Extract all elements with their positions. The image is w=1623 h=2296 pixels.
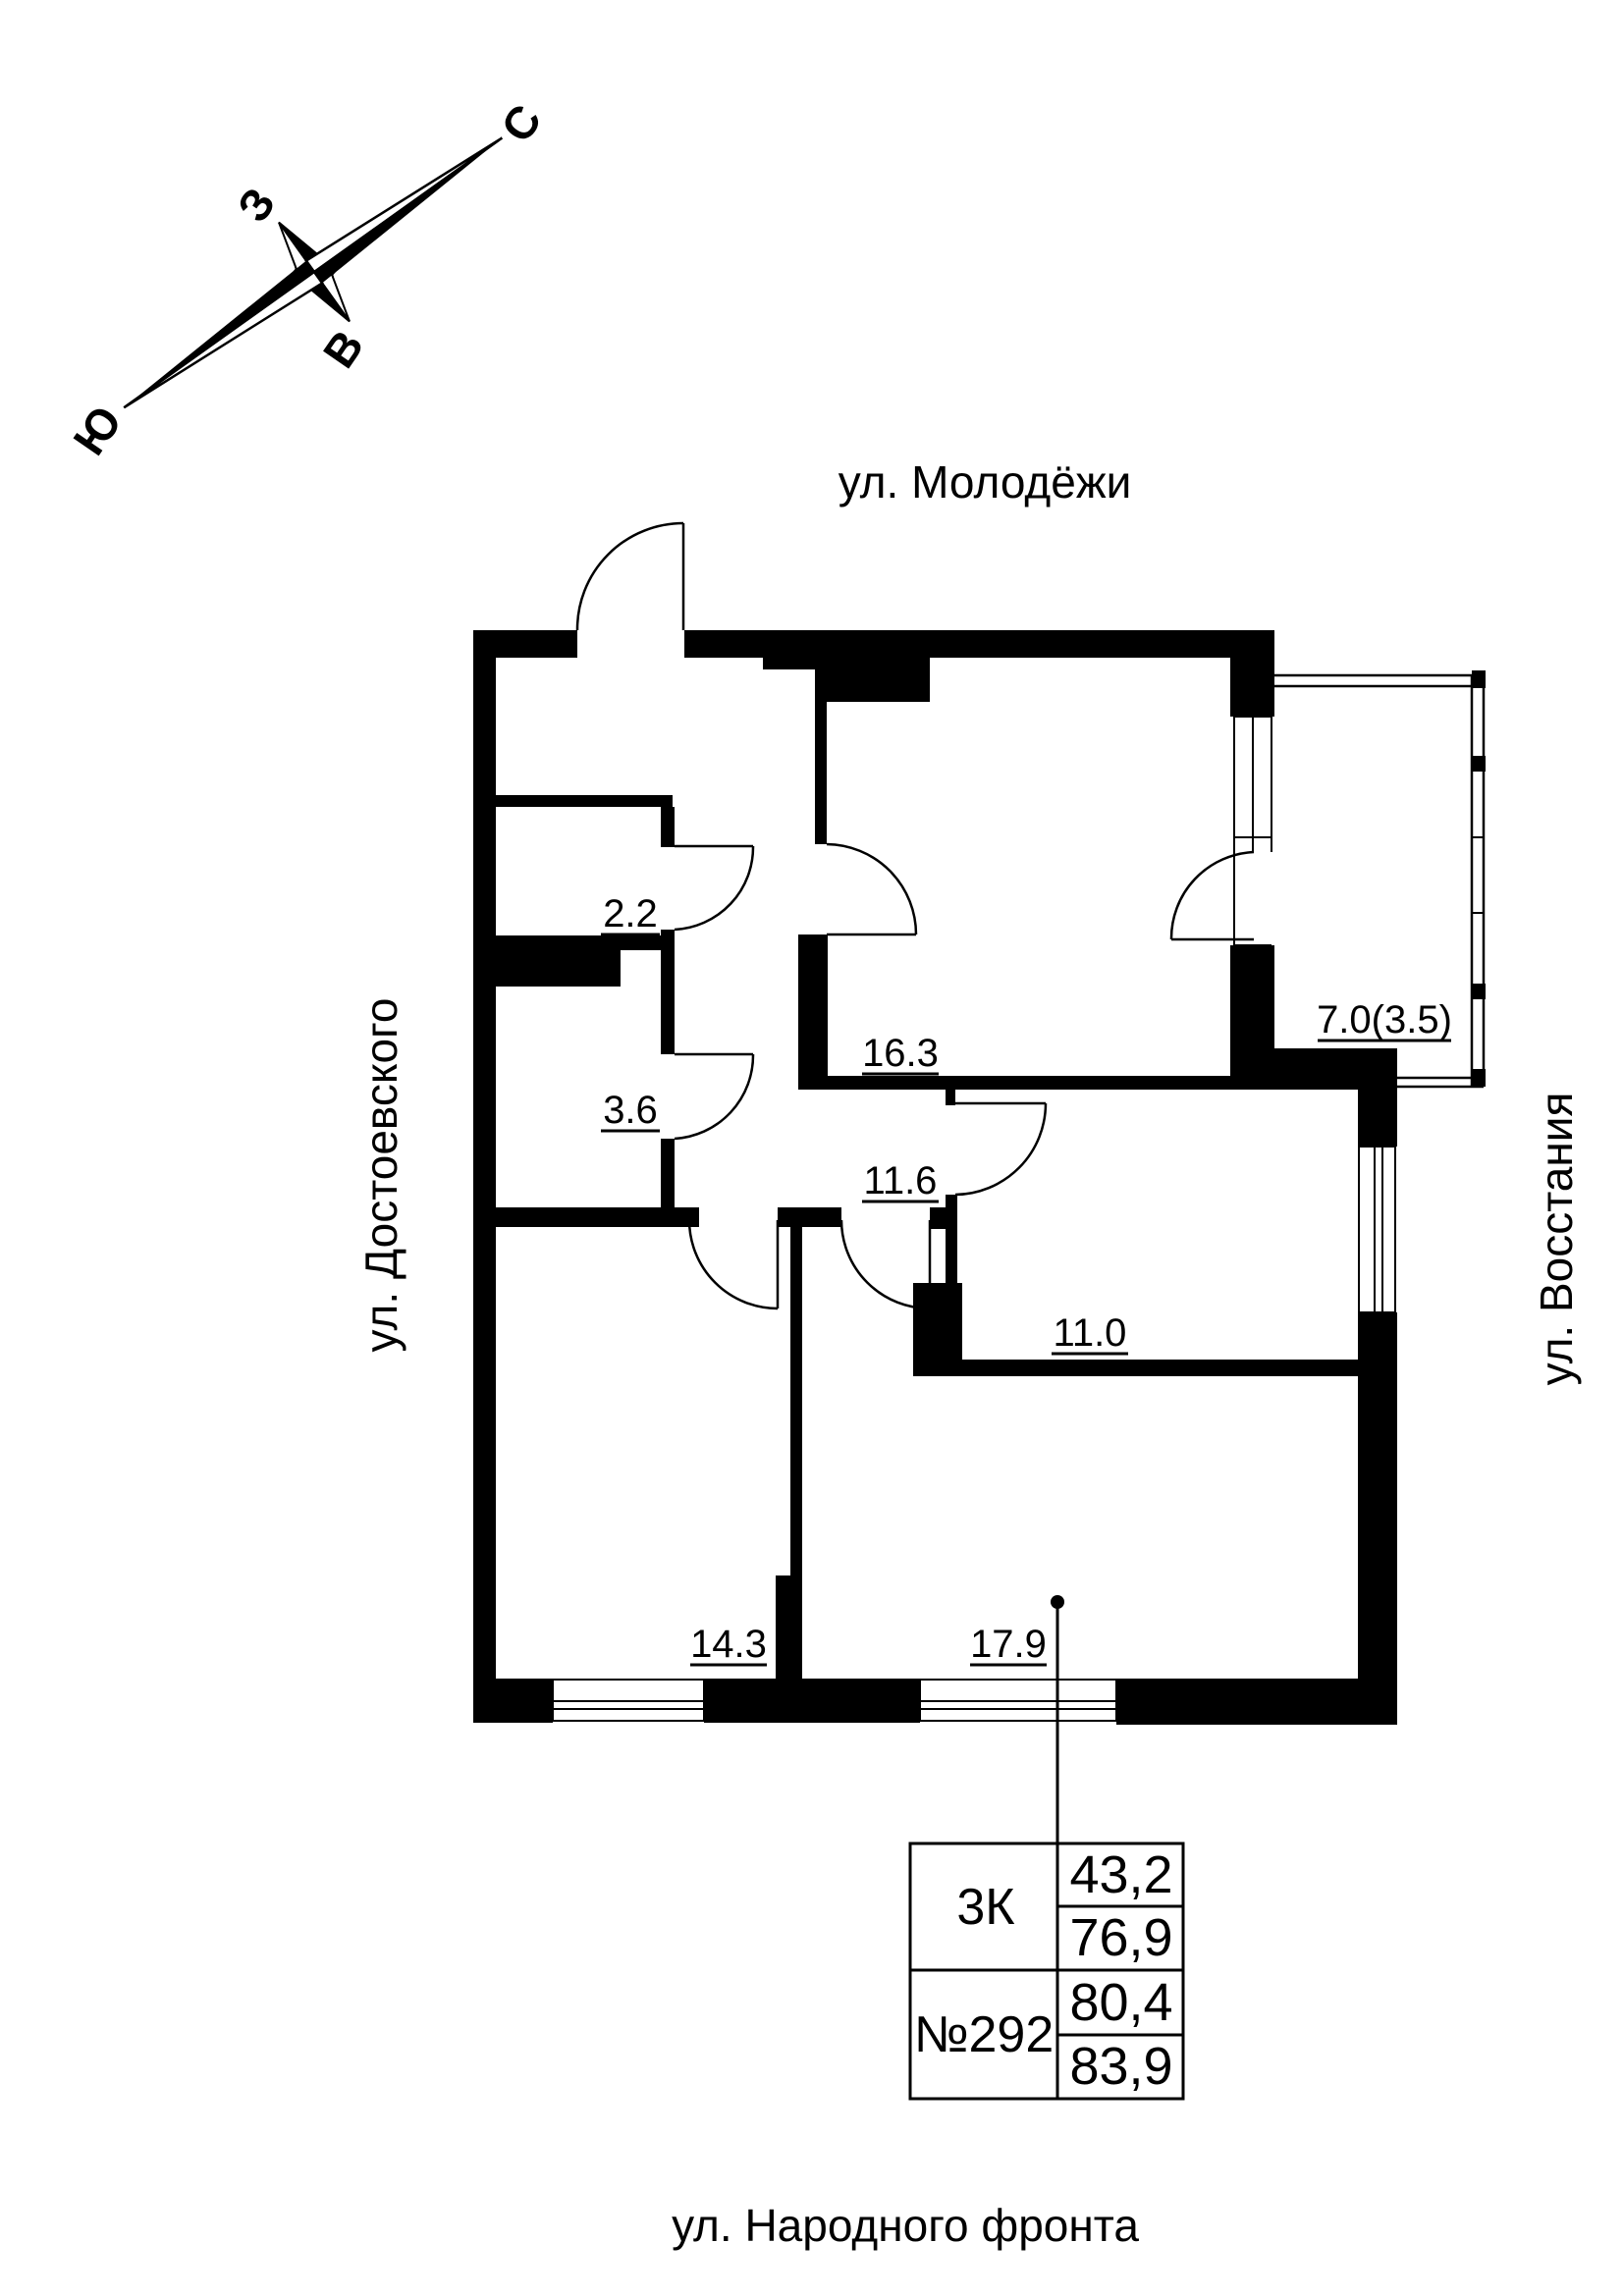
wall-balcony-pier-bottom xyxy=(1230,945,1274,1090)
wall-bottom-center xyxy=(704,1679,920,1723)
street-label-bottom: ул. Народного фронта xyxy=(672,2200,1139,2251)
wall-corridor-right-lower xyxy=(913,1283,962,1360)
balcony-door xyxy=(1169,850,1255,941)
wall-pier-top-center xyxy=(815,658,930,702)
windows xyxy=(547,670,1486,1722)
wall-kitchen-left-thick xyxy=(798,934,828,1090)
room-label-room-left: 14.3 xyxy=(690,1623,767,1666)
wall-kitchen-bottom xyxy=(798,1076,1230,1090)
wall-corridor-right-upper xyxy=(946,1195,957,1283)
wall-corridor-bottom-left xyxy=(496,1207,699,1227)
room-label-bathroom: 3.6 xyxy=(603,1089,658,1132)
doors xyxy=(575,521,1255,1310)
closet-door xyxy=(674,844,755,932)
wall-bottom-left xyxy=(473,1679,553,1723)
room-label-closet: 2.2 xyxy=(603,892,658,935)
info-table: 3К №292 43,2 76,9 80,4 83,9 xyxy=(908,1842,1185,2101)
wall-balcony-pier-top xyxy=(1230,658,1274,717)
room-label-balcony: 7.0(3.5) xyxy=(1317,998,1452,1041)
area-with-full-balcony: 83,9 xyxy=(1069,2037,1172,2096)
wall-rooms-divider-thin xyxy=(790,1227,802,1575)
wall-under-room-right xyxy=(913,1360,1397,1376)
balcony-window-unit xyxy=(1233,716,1272,946)
area-living: 43,2 xyxy=(1069,1845,1172,1904)
wall-hall-closet-divider xyxy=(496,795,673,807)
wall-right-above-window xyxy=(1358,1090,1397,1147)
compass-east-label: В xyxy=(313,321,374,377)
room-right-door xyxy=(954,1101,1048,1197)
wall-kitchen-left-thin xyxy=(815,700,827,844)
room-label-hallway: 11.6 xyxy=(864,1159,938,1202)
compass-west-label: З xyxy=(227,179,285,231)
room-left-door xyxy=(687,1219,780,1310)
wall-under-balcony xyxy=(1274,1048,1397,1090)
wall-left-exterior xyxy=(473,630,496,1723)
compass-north-label: С xyxy=(491,95,552,151)
window-room-right xyxy=(1358,1141,1396,1318)
compass-rose: С Ю З В xyxy=(63,95,552,464)
wall-closet-bottom xyxy=(496,935,661,950)
compass-needle xyxy=(123,136,504,409)
room-label-room-center: 17.9 xyxy=(970,1623,1047,1666)
entrance-door xyxy=(575,521,685,631)
wall-top-left-of-entrance xyxy=(473,630,577,658)
room-center-door xyxy=(839,1219,932,1310)
bathroom-door xyxy=(674,1052,755,1141)
room-label-kitchen: 16.3 xyxy=(862,1032,939,1075)
wall-bottom-right xyxy=(1116,1679,1397,1725)
wall-shaft-block xyxy=(496,950,621,987)
street-label-right: ул. Восстания xyxy=(1531,1093,1582,1386)
wall-rooms-divider-thick xyxy=(776,1575,802,1679)
wall-top-main xyxy=(684,630,1274,658)
walls xyxy=(473,630,1397,1725)
kitchen-door xyxy=(826,842,918,936)
window-room-left xyxy=(547,1679,710,1722)
area-total: 76,9 xyxy=(1069,1908,1172,1967)
area-with-half-balcony: 80,4 xyxy=(1069,1973,1172,2032)
room-label-room-right: 11.0 xyxy=(1054,1311,1127,1355)
room-labels: 2.2 3.6 16.3 11.6 11.0 7.0(3.5) 14.3 17.… xyxy=(601,892,1452,1667)
wall-door-jamb-stub xyxy=(946,1090,955,1105)
wall-right-below-window xyxy=(1358,1312,1397,1725)
wall-bath-right-lower xyxy=(661,1139,675,1207)
wall-closet-right-upper xyxy=(661,807,675,847)
wall-corridor-bottom-pier xyxy=(778,1207,841,1227)
compass-south-label: Ю xyxy=(63,397,132,464)
balcony-glazing xyxy=(1274,670,1486,1089)
apartment-number: №292 xyxy=(914,2006,1055,2063)
apartment-type: 3К xyxy=(956,1879,1014,1936)
window-room-center xyxy=(914,1679,1122,1722)
street-label-top: ул. Молодёжи xyxy=(839,456,1132,507)
street-label-left: ул. Достоевского xyxy=(355,998,406,1353)
leader xyxy=(1051,1595,1064,1843)
wall-closet-bath-right xyxy=(661,930,675,1054)
wall-top-step xyxy=(763,658,815,669)
